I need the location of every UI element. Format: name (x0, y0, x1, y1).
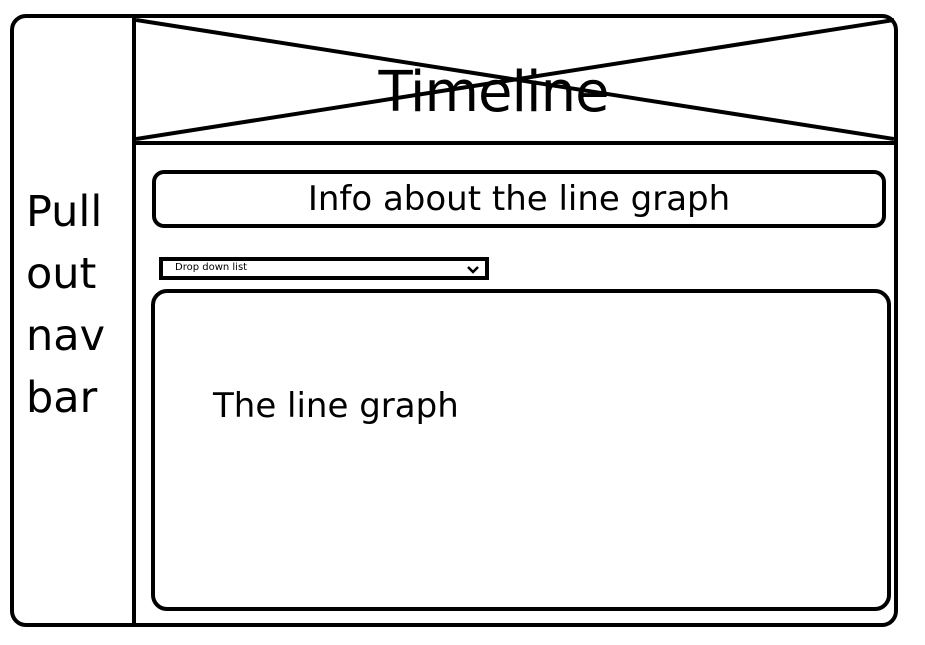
dropdown-list[interactable]: Drop down list (159, 257, 489, 280)
timeline-title: Timeline (378, 60, 609, 125)
line-graph-area[interactable]: The line graph (151, 289, 891, 611)
line-graph-label: The line graph (213, 386, 459, 426)
graph-info-panel: Info about the line graph (152, 170, 886, 228)
timeline-header: Timeline (136, 18, 894, 145)
chevron-down-icon (467, 266, 479, 274)
pull-out-nav-bar[interactable]: Pull out nav bar (14, 18, 136, 623)
placeholder-cross-icon (136, 18, 894, 141)
dropdown-label: Drop down list (175, 262, 248, 273)
wireframe-frame: Pull out nav bar Timeline Info about the… (10, 14, 898, 627)
graph-info-label: Info about the line graph (307, 179, 731, 219)
nav-bar-label: Pull out nav bar (26, 187, 106, 423)
